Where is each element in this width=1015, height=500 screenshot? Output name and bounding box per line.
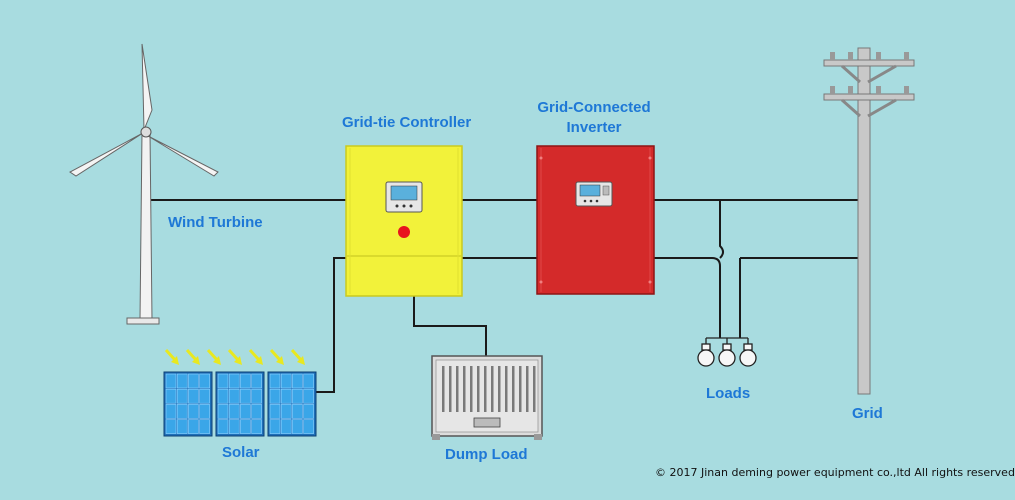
grid-tie-controller-label: Grid-tie Controller bbox=[342, 114, 472, 131]
red-indicator-icon bbox=[398, 226, 410, 238]
light-bulbs bbox=[697, 337, 757, 367]
loads-label: Loads bbox=[706, 385, 751, 402]
sun-ray-icon bbox=[227, 348, 242, 365]
inverter-label-line2: Inverter bbox=[566, 119, 622, 136]
sun-rays bbox=[164, 348, 305, 365]
utility-pole-icon bbox=[823, 47, 915, 395]
light-bulb-icon bbox=[718, 338, 736, 367]
sun-ray-icon bbox=[185, 348, 200, 365]
light-bulb-icon bbox=[697, 338, 715, 367]
inverter-label-line1: Grid-Connected bbox=[537, 99, 651, 116]
solar-panel-icon bbox=[267, 371, 317, 437]
copyright-notice: © 2017 Jinan deming power equipment co.,… bbox=[655, 466, 1015, 479]
solar-label: Solar bbox=[222, 444, 260, 461]
dump-load-label: Dump Load bbox=[445, 446, 528, 463]
dump-load-icon bbox=[431, 355, 543, 440]
solar-panel-icon bbox=[163, 371, 213, 437]
wire-crossover bbox=[719, 200, 724, 259]
wire-solar-controller bbox=[316, 257, 348, 393]
grid-label: Grid bbox=[852, 405, 883, 422]
sun-ray-icon bbox=[164, 348, 179, 365]
sun-ray-icon bbox=[206, 348, 221, 365]
sun-ray-icon bbox=[290, 348, 305, 365]
wires bbox=[146, 199, 862, 393]
sun-ray-icon bbox=[269, 348, 284, 365]
wind-turbine-icon bbox=[69, 43, 219, 325]
wind-turbine-label: Wind Turbine bbox=[168, 214, 263, 231]
grid-tie-controller bbox=[345, 145, 463, 297]
wire-load-left bbox=[652, 257, 721, 338]
solar-panel-icon bbox=[215, 371, 265, 437]
wire-controller-dumpload bbox=[413, 295, 487, 356]
solar-array bbox=[163, 371, 317, 437]
sun-ray-icon bbox=[248, 348, 263, 365]
light-bulb-icon bbox=[739, 338, 757, 367]
grid-connected-inverter bbox=[536, 145, 655, 295]
